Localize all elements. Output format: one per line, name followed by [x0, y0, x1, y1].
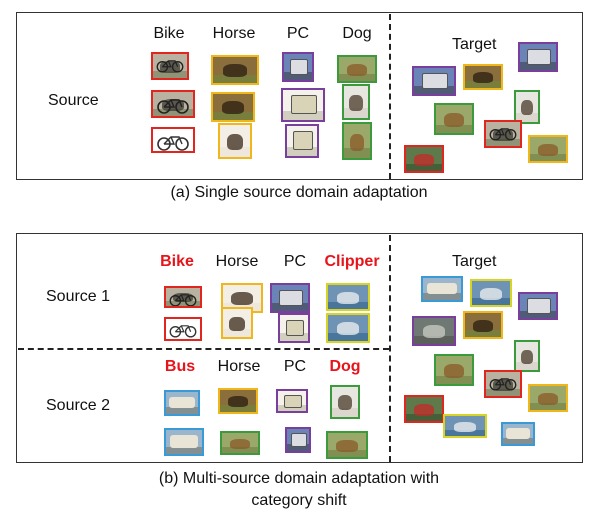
panel-b-source1-category-clipper: Clipper: [324, 253, 380, 270]
panel-b-source2-category-horse: Horse: [217, 358, 261, 375]
bike-photo-thumbnail: [151, 52, 189, 80]
horse-photo-thumbnail: [463, 64, 503, 90]
pc-photo-thumbnail: [412, 66, 456, 96]
clipper-photo-thumbnail: [326, 313, 370, 343]
panel-b-source-separator: [18, 348, 389, 350]
panel-a-category-pc: PC: [286, 25, 310, 42]
panel-b-source2-label: Source 2: [46, 397, 111, 414]
clipper-photo-thumbnail: [443, 414, 487, 438]
panel-b-source2-category-dog: Dog: [329, 358, 361, 375]
bus-photo-thumbnail: [421, 276, 463, 302]
pc-photo-thumbnail: [412, 316, 456, 346]
panel-a-source-label: Source: [48, 92, 99, 109]
panel-b-source1-category-horse: Horse: [215, 253, 259, 270]
clipper-photo-thumbnail: [326, 283, 370, 311]
bike-photo-thumbnail: [151, 90, 195, 118]
dog-photo-thumbnail: [220, 431, 260, 455]
horse-photo-thumbnail: [211, 55, 259, 85]
bus-photo-thumbnail: [164, 390, 200, 416]
pc-photo-thumbnail: [276, 389, 308, 413]
bike-photo-thumbnail: [404, 145, 444, 173]
horse-photo-thumbnail: [221, 307, 253, 339]
dog-photo-thumbnail: [326, 431, 368, 459]
bike-photo-thumbnail: [484, 370, 522, 398]
dog-photo-thumbnail: [514, 90, 540, 124]
panel-b-divider: [389, 235, 391, 462]
pc-photo-thumbnail: [282, 52, 314, 82]
bus-photo-thumbnail: [501, 422, 535, 446]
dog-photo-thumbnail: [514, 340, 540, 372]
dog-photo-thumbnail: [330, 385, 360, 419]
bike-photo-thumbnail: [484, 120, 522, 148]
panel-a-category-horse: Horse: [212, 25, 256, 42]
bike-photo-thumbnail: [151, 127, 195, 153]
panel-b-source2-category-pc: PC: [283, 358, 307, 375]
horse-photo-thumbnail: [463, 311, 503, 339]
panel-a-divider: [389, 14, 391, 179]
pc-photo-thumbnail: [518, 42, 558, 72]
bike-photo-thumbnail: [404, 395, 444, 423]
panel-b-source1-label: Source 1: [46, 288, 111, 305]
panel-a-target-label: Target: [452, 36, 497, 53]
bike-photo-thumbnail: [164, 286, 202, 308]
dog-photo-thumbnail: [337, 55, 377, 83]
dog-photo-thumbnail: [342, 84, 370, 120]
panel-a-caption: (a) Single source domain adaptation: [170, 184, 428, 201]
pc-photo-thumbnail: [518, 292, 558, 320]
panel-b-caption-line1: (b) Multi-source domain adaptation with: [158, 470, 440, 487]
pc-photo-thumbnail: [281, 88, 325, 122]
clipper-photo-thumbnail: [470, 279, 512, 307]
dog-photo-thumbnail: [434, 103, 474, 135]
bike-photo-thumbnail: [164, 317, 202, 341]
bus-photo-thumbnail: [164, 428, 204, 456]
panel-b-caption-line2: category shift: [251, 492, 347, 509]
dog-photo-thumbnail: [434, 354, 474, 386]
panel-b-source1-category-bike: Bike: [160, 253, 194, 270]
panel-a-category-bike: Bike: [153, 25, 185, 42]
pc-photo-thumbnail: [285, 427, 311, 453]
panel-a-category-dog: Dog: [342, 25, 372, 42]
panel-b-source1-category-pc: PC: [283, 253, 307, 270]
horse-photo-thumbnail: [218, 123, 252, 159]
dog-photo-thumbnail: [342, 122, 372, 160]
pc-photo-thumbnail: [285, 124, 319, 158]
panel-b-source2-category-bus: Bus: [164, 358, 196, 375]
pc-photo-thumbnail: [270, 283, 310, 313]
horse-photo-thumbnail: [528, 384, 568, 412]
pc-photo-thumbnail: [278, 313, 310, 343]
panel-b-target-label: Target: [452, 253, 497, 270]
horse-photo-thumbnail: [218, 388, 258, 414]
horse-photo-thumbnail: [211, 92, 255, 122]
horse-photo-thumbnail: [528, 135, 568, 163]
